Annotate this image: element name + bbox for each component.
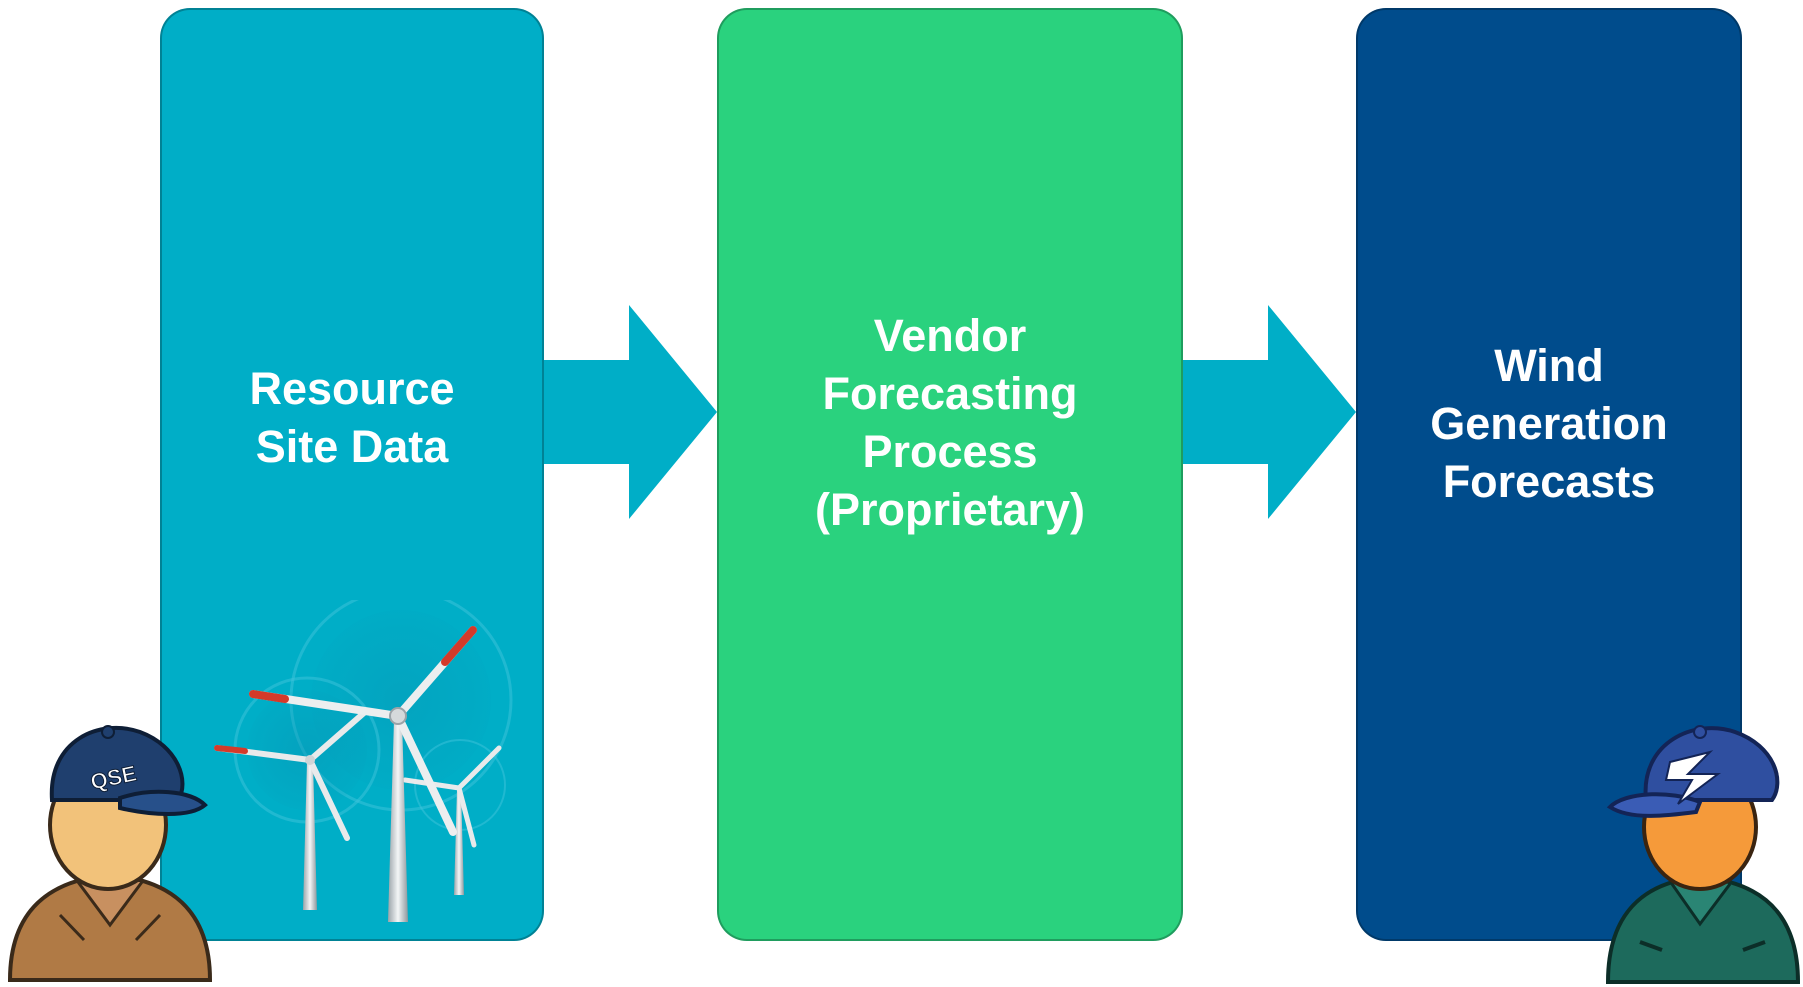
wind-generation-forecasts-box: Wind Generation Forecasts — [1356, 8, 1742, 941]
wind-generation-forecasts-label: Wind Generation Forecasts — [1430, 340, 1668, 507]
person-qse-icon: QSE — [7, 725, 213, 982]
wind-turbines-icon — [214, 600, 513, 922]
arrow-right-icon — [1183, 305, 1356, 519]
person-ercot-icon — [1605, 725, 1801, 984]
vendor-forecasting-process-box: Vendor Forecasting Process (Proprietary) — [717, 8, 1183, 941]
vendor-forecasting-process-label: Vendor Forecasting Process (Proprietary) — [814, 310, 1086, 535]
arrow-right-icon — [544, 305, 717, 519]
resource-site-data-label: Resource Site Data — [249, 363, 455, 472]
